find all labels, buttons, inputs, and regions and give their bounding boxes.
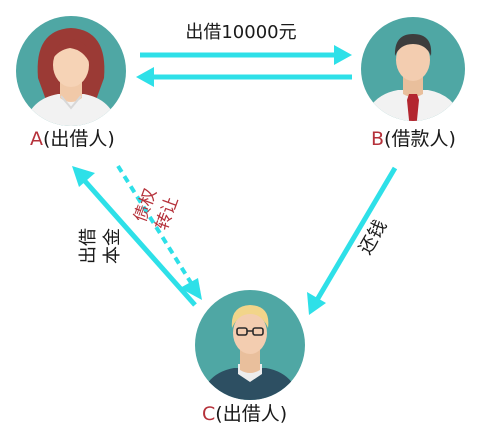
arrow-left-label-line-1: 出借: [78, 228, 99, 264]
node-c-label: C(出借人): [202, 405, 287, 424]
node-b-avatar: [361, 17, 465, 121]
node-a-letter: A: [30, 128, 43, 150]
arrow-a-to-c-dashed: [116, 164, 202, 300]
node-b-label: B(借款人): [371, 130, 456, 149]
node-a-avatar: [16, 16, 126, 126]
arrow-left-label-line-2: 本金: [102, 228, 123, 264]
man-glasses-avatar-icon: [198, 305, 302, 400]
arrow-b-to-c: [307, 166, 398, 315]
node-b-letter: B: [371, 128, 385, 150]
arrow-top-label: 出借10000元: [185, 22, 296, 43]
node-a-label: A(出借人): [30, 130, 115, 149]
node-c-avatar: [195, 290, 305, 400]
arrow-dashed-label-group: 债权 转让: [131, 186, 183, 233]
node-b-name: (借款人): [384, 128, 456, 150]
arrow-b-to-a: [136, 67, 352, 87]
woman-avatar-icon: [22, 28, 120, 126]
arrow-left-label-group: 出借 本金: [78, 228, 123, 264]
arrow-c-to-a: [72, 166, 197, 307]
node-c-name: (出借人): [215, 403, 288, 425]
node-c-letter: C: [202, 403, 216, 425]
node-a-name: (出借人): [43, 128, 115, 150]
arrow-a-to-b: [140, 45, 352, 65]
man-tie-avatar-icon: [362, 34, 464, 121]
